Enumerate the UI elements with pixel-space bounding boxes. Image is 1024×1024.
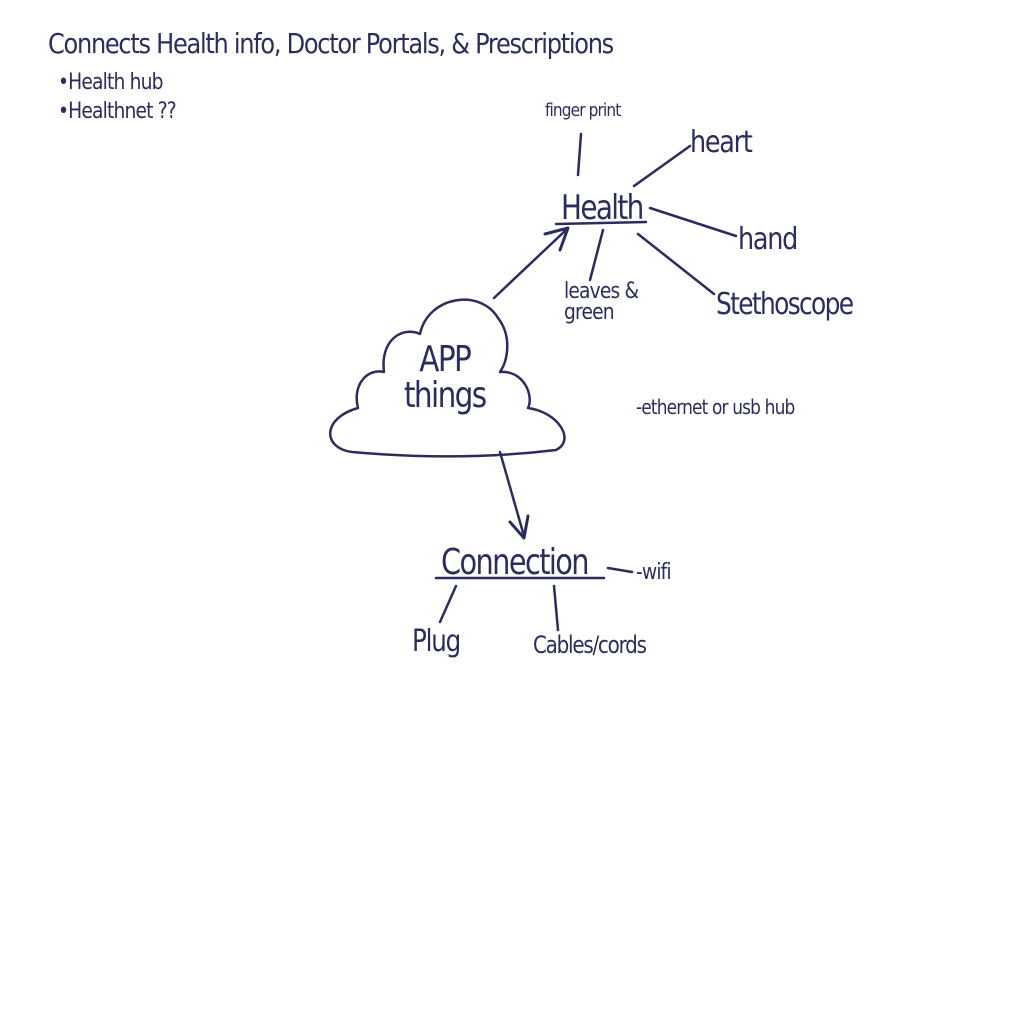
line-plug — [438, 584, 458, 624]
line-hand — [648, 206, 738, 238]
line-stethoscope — [636, 232, 716, 296]
branch-stethoscope: Stethoscope — [716, 287, 854, 322]
bullet-health-hub: •Health hub — [58, 70, 163, 95]
branch-cables: Cables/cords — [533, 631, 647, 659]
arrowhead-connection — [508, 514, 530, 540]
central-node-label: APP things — [404, 339, 487, 416]
line-leaves — [588, 228, 605, 282]
branch-fingerprint: finger print — [545, 100, 621, 121]
branch-hand: hand — [738, 222, 798, 257]
line-fingerprint — [576, 132, 583, 177]
arrow-to-connection — [498, 450, 526, 538]
branch-wifi: -wifi — [636, 560, 672, 585]
page-title: Connects Health info, Doctor Portals, & … — [48, 27, 614, 60]
side-note-ethernet: -ethernet or usb hub — [636, 395, 795, 419]
cloud-shape — [329, 298, 566, 458]
arrow-to-health — [492, 228, 568, 300]
branch-plug: Plug — [412, 624, 461, 659]
line-heart — [632, 144, 692, 188]
branch-leaves-green: leaves & green — [564, 279, 639, 325]
bullet-healthnet: •Healthnet ?? — [58, 99, 177, 124]
health-node-label: Health — [561, 188, 644, 228]
health-underline — [554, 220, 648, 226]
branch-heart: heart — [690, 125, 753, 160]
connection-node-label: Connection — [441, 542, 590, 583]
arrowhead-health — [543, 226, 570, 252]
line-cables — [552, 584, 560, 632]
line-wifi — [606, 566, 634, 574]
